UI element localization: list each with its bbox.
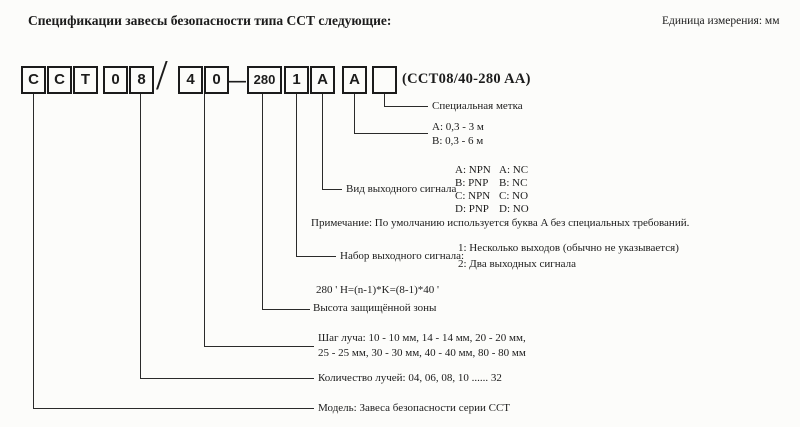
label-note: Примечание: По умолчанию используется бу… xyxy=(311,217,690,229)
code-box-a2: A xyxy=(342,66,367,94)
code-box-1: 1 xyxy=(284,66,309,94)
label-height-formula: 280 ' H=(n-1)*K=(8-1)*40 ' xyxy=(316,284,439,296)
label-range-b: B: 0,3 - 6 м xyxy=(432,135,484,147)
code-box-c1: C xyxy=(21,66,46,94)
connector-range xyxy=(354,94,428,134)
code-box-a1: A xyxy=(310,66,335,94)
page-title: Спецификации завесы безопасности типа СС… xyxy=(28,13,392,28)
signal-table-r3c1: C: NPN xyxy=(455,190,491,202)
code-box-0b: 0 xyxy=(204,66,229,94)
code-box-special-mark xyxy=(372,66,397,94)
label-beam-count: Количество лучей: 04, 06, 08, 10 ...... … xyxy=(318,372,502,384)
signal-table-r2c2: B: NC xyxy=(499,177,528,189)
label-output-set-opt2: 2: Два выходных сигнала xyxy=(458,258,576,270)
full-code-text: (CCT08/40-280 AA) xyxy=(402,71,531,87)
code-slash: / xyxy=(156,53,168,99)
label-output-type: Вид выходного сигнала xyxy=(346,183,457,195)
signal-table-r1c2: A: NC xyxy=(499,164,529,176)
signal-table-r1c1: A: NPN xyxy=(455,164,491,176)
code-box-t: T xyxy=(73,66,98,94)
connector-special-mark xyxy=(384,94,428,107)
signal-table-r4c1: D: PNP xyxy=(455,203,489,215)
signal-table-r4c2: D: NO xyxy=(499,203,529,215)
unit-label: Единица измерения: мм xyxy=(662,15,780,27)
code-box-c2: C xyxy=(47,66,72,94)
code-dash: — xyxy=(229,71,246,90)
code-box-280: 280 xyxy=(247,66,282,94)
signal-table-r3c2: C: NO xyxy=(499,190,529,202)
connector-beam-step xyxy=(204,94,314,347)
label-output-set: Набор выходного сигнала: xyxy=(340,250,465,262)
connector-model xyxy=(33,94,314,409)
code-box-0: 0 xyxy=(103,66,128,94)
code-box-8: 8 xyxy=(129,66,154,94)
connector-beam-count xyxy=(140,94,314,379)
label-beam-step-2: 25 - 25 мм, 30 - 30 мм, 40 - 40 мм, 80 -… xyxy=(318,347,526,359)
label-height-zone: Высота защищённой зоны xyxy=(313,302,437,314)
code-box-4: 4 xyxy=(178,66,203,94)
label-output-set-opt1: 1: Несколько выходов (обычно не указывае… xyxy=(458,242,679,254)
connector-output-set xyxy=(296,94,336,257)
connector-height xyxy=(262,94,310,310)
connector-output-type xyxy=(322,94,342,190)
label-range-a: A: 0,3 - 3 м xyxy=(432,121,484,133)
label-model: Модель: Завеса безопасности серии ССТ xyxy=(318,402,511,414)
label-beam-step-1: Шаг луча: 10 - 10 мм, 14 - 14 мм, 20 - 2… xyxy=(318,332,526,344)
label-special-mark: Специальная метка xyxy=(432,100,523,112)
signal-table-r2c1: B: PNP xyxy=(455,177,489,189)
